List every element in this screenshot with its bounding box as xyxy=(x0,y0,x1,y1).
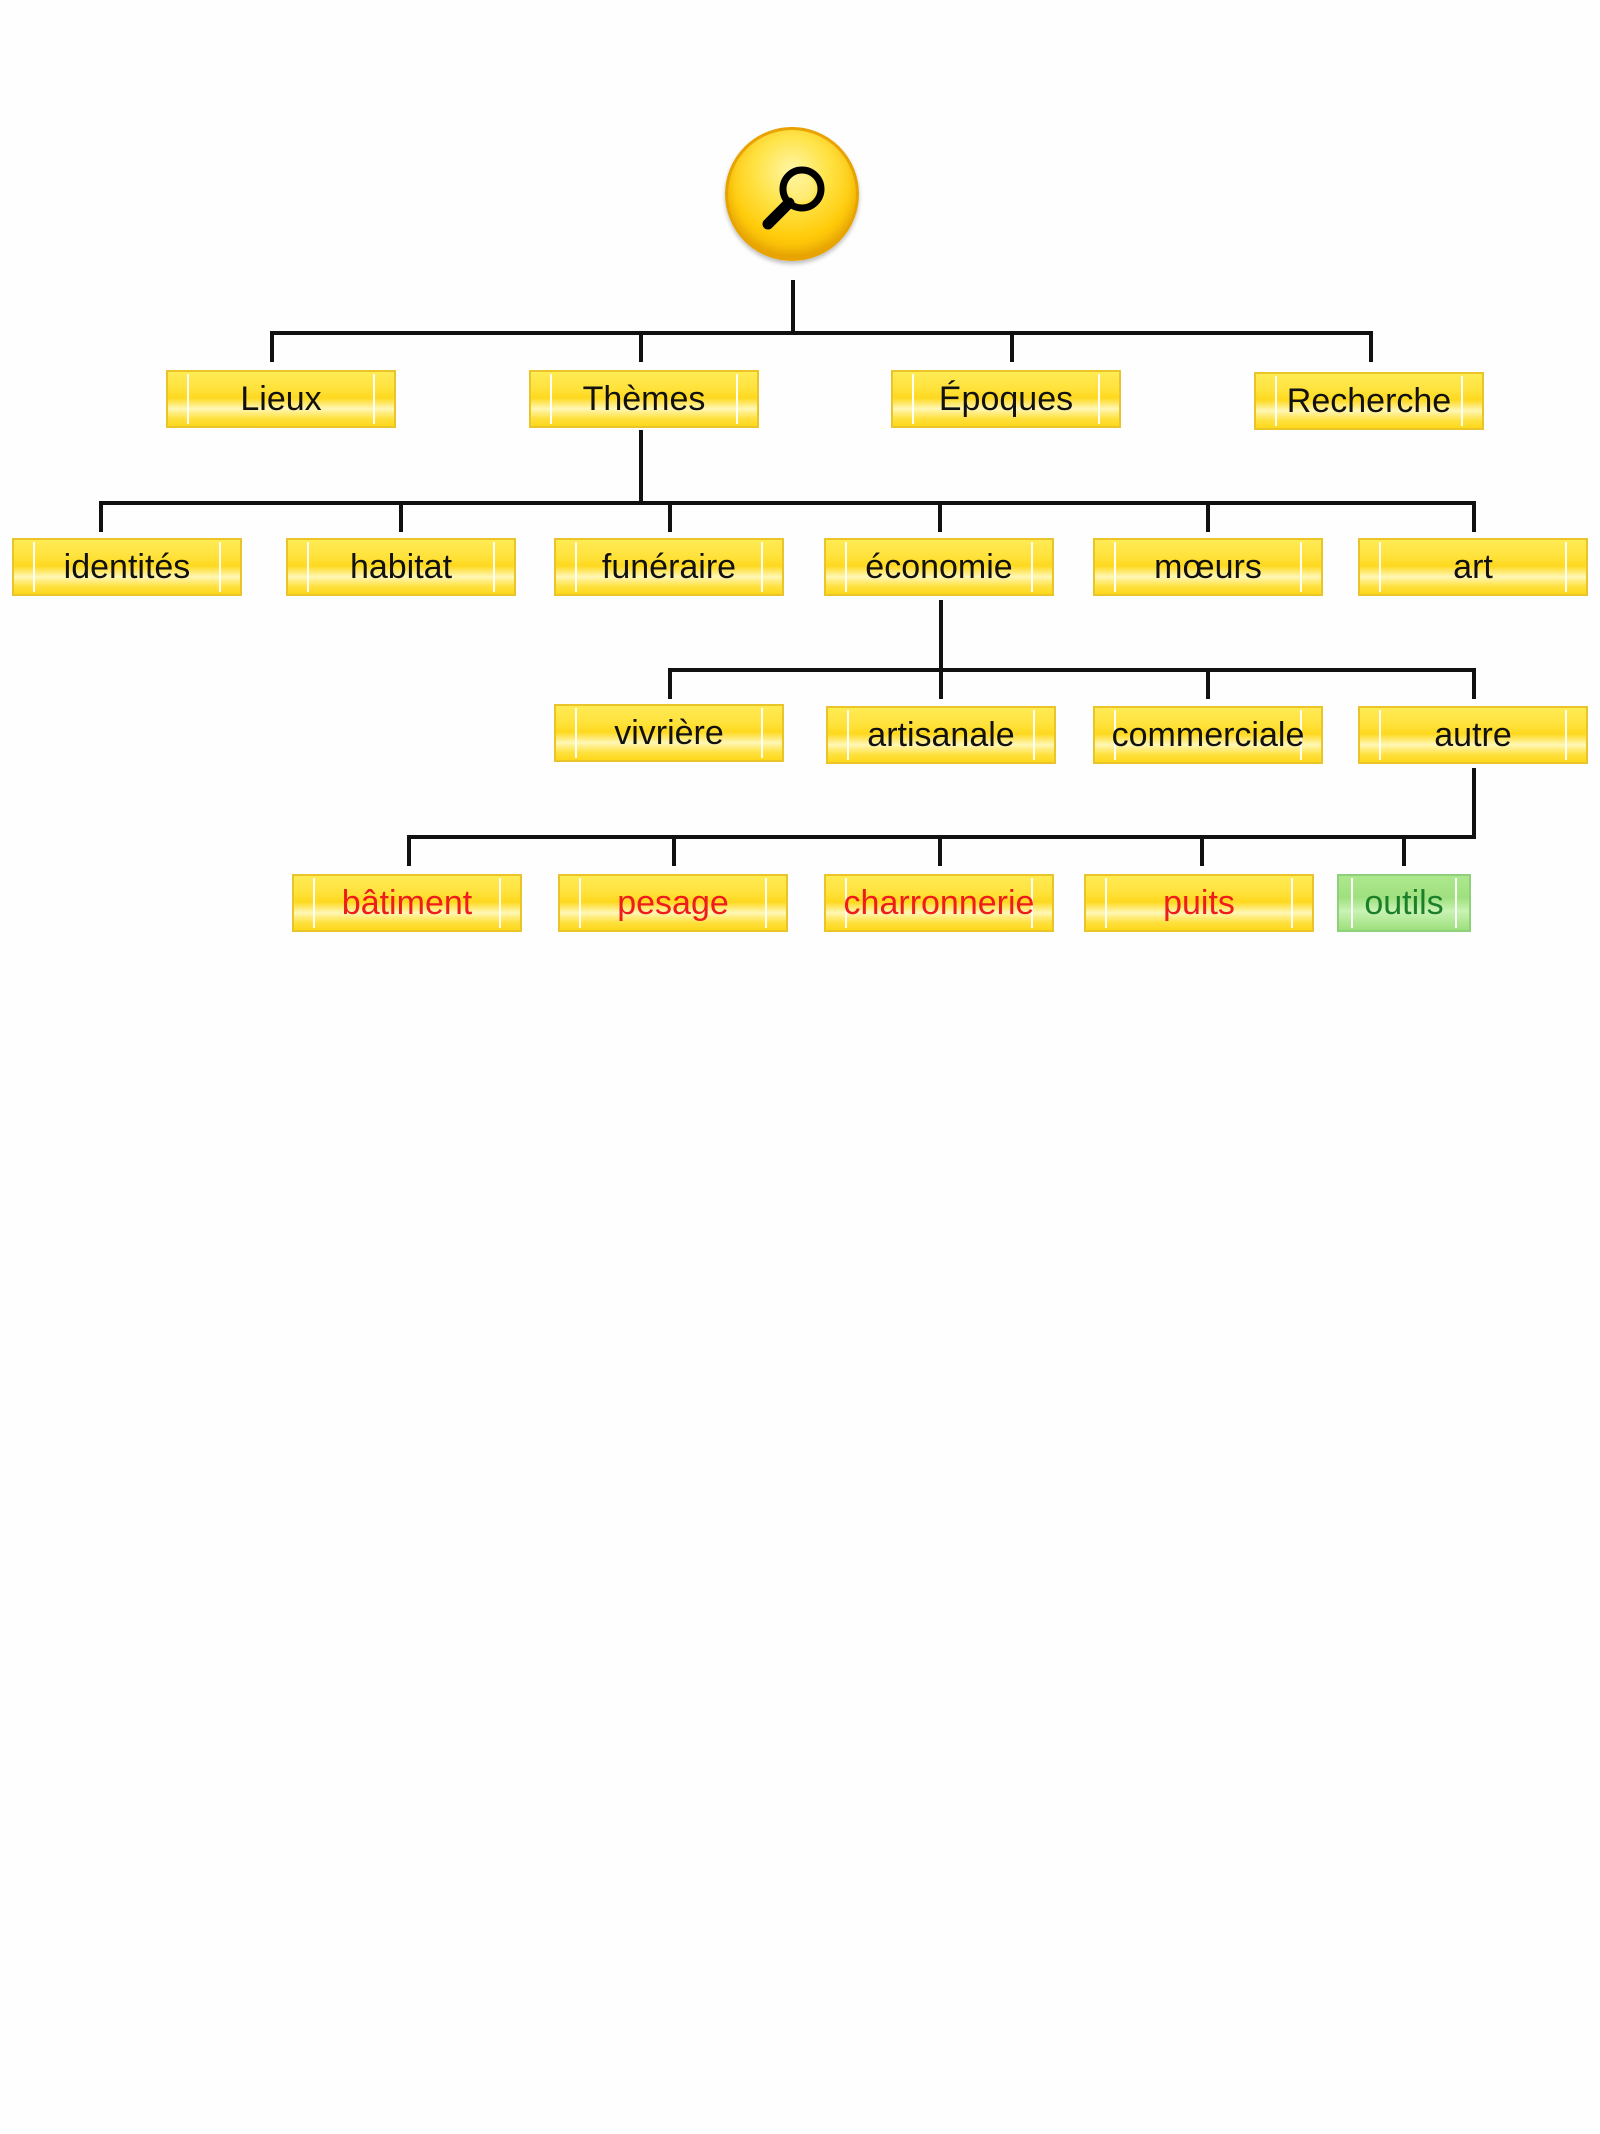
node-label: funéraire xyxy=(601,547,737,586)
node-batiment[interactable]: bâtiment xyxy=(292,874,522,932)
node-epoques[interactable]: Époques xyxy=(891,370,1121,428)
node-label: Thèmes xyxy=(582,379,706,418)
node-autre[interactable]: autre xyxy=(1358,706,1588,764)
node-label: Lieux xyxy=(240,379,322,418)
node-art[interactable]: art xyxy=(1358,538,1588,596)
node-label: habitat xyxy=(349,547,453,586)
node-label: Époques xyxy=(938,379,1074,418)
node-label: artisanale xyxy=(867,715,1015,754)
magnifier-icon xyxy=(762,166,825,230)
node-vivriere[interactable]: vivrière xyxy=(554,704,784,762)
node-label: charronnerie xyxy=(843,883,1035,922)
node-label: commerciale xyxy=(1111,715,1305,754)
node-artisanale[interactable]: artisanale xyxy=(826,706,1056,764)
node-label: bâtiment xyxy=(341,883,473,922)
node-label: identités xyxy=(63,547,191,586)
node-label: autre xyxy=(1434,715,1512,754)
node-label: outils xyxy=(1364,883,1444,922)
node-charronnerie[interactable]: charronnerie xyxy=(824,874,1054,932)
node-puits[interactable]: puits xyxy=(1084,874,1314,932)
node-habitat[interactable]: habitat xyxy=(286,538,516,596)
node-themes[interactable]: Thèmes xyxy=(529,370,759,428)
node-label: mœurs xyxy=(1154,547,1262,586)
node-label: économie xyxy=(865,547,1013,586)
node-lieux[interactable]: Lieux xyxy=(166,370,396,428)
node-label: Recherche xyxy=(1286,381,1452,420)
node-label: puits xyxy=(1163,883,1235,922)
node-pesage[interactable]: pesage xyxy=(558,874,788,932)
node-label: pesage xyxy=(617,883,729,922)
node-funeraire[interactable]: funéraire xyxy=(554,538,784,596)
node-label: art xyxy=(1453,547,1493,586)
node-label: vivrière xyxy=(614,713,724,752)
node-recherche[interactable]: Recherche xyxy=(1254,372,1484,430)
node-moeurs[interactable]: mœurs xyxy=(1093,538,1323,596)
node-economie[interactable]: économie xyxy=(824,538,1054,596)
search-root-button[interactable] xyxy=(725,127,859,261)
node-commerciale[interactable]: commerciale xyxy=(1093,706,1323,764)
node-outils[interactable]: outils xyxy=(1337,874,1471,932)
node-identites[interactable]: identités xyxy=(12,538,242,596)
